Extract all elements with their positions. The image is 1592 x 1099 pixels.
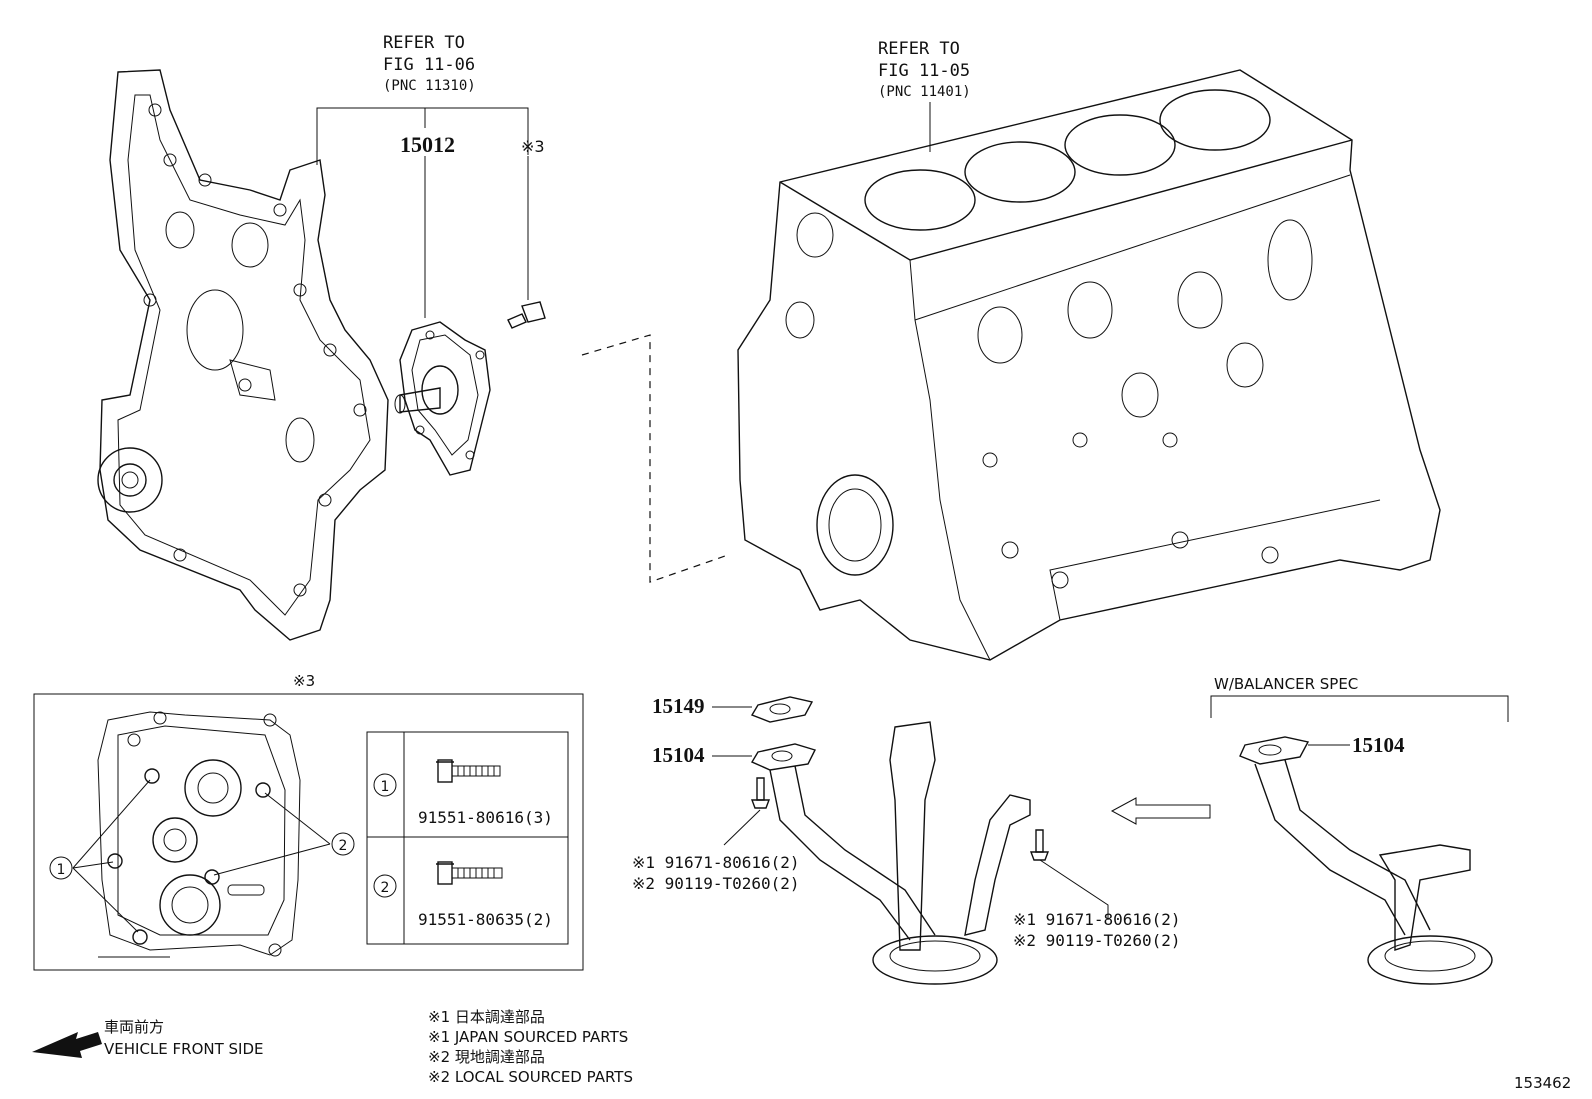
- refer-left-line1: REFER TO: [383, 33, 465, 53]
- leader-line: [723, 809, 761, 846]
- dashed-link: [581, 334, 729, 583]
- part-number-15104-right: 15104: [1352, 733, 1405, 757]
- table-row-1-index: 1: [381, 779, 390, 795]
- bolt-icon: [507, 301, 546, 329]
- oil-strainer-balancer: [1239, 736, 1493, 985]
- bolt-icon: [1029, 829, 1050, 861]
- leader-line: [264, 792, 331, 845]
- oil-strainer: [750, 721, 1031, 985]
- note-2-jp: ※2 現地調達部品: [428, 1048, 545, 1066]
- callout-left-line2: ※2 90119-T0260(2): [632, 874, 800, 893]
- part-number-15012: 15012: [400, 132, 455, 157]
- circle-marker-2-label: 2: [339, 838, 348, 854]
- mark-3-top: ※3: [521, 137, 545, 156]
- water-pump-detail: [97, 711, 301, 957]
- part-number-15149: 15149: [652, 694, 705, 718]
- circle-marker-2: [331, 832, 355, 856]
- note-1-en: ※1 JAPAN SOURCED PARTS: [428, 1028, 628, 1046]
- vehicle-front-en: VEHICLE FRONT SIDE: [104, 1040, 264, 1058]
- refer-right-line1: REFER TO: [878, 39, 960, 59]
- oil-strainer-gasket: [750, 696, 814, 723]
- refer-right-line2: FIG 11-05: [878, 61, 970, 81]
- refer-right-line3: (PNC 11401): [878, 84, 971, 100]
- circle-marker-1-label: 1: [57, 862, 66, 878]
- vehicle-front-jp: 車両前方: [104, 1018, 164, 1036]
- timing-chain-cover: [97, 69, 389, 641]
- table-row-2-index: 2: [381, 880, 390, 896]
- leader-line: [72, 779, 151, 869]
- direction-arrow-icon: [1110, 797, 1211, 825]
- figure-id: 153462: [1514, 1074, 1571, 1092]
- cylinder-block: [737, 69, 1441, 661]
- leader-line: [213, 843, 331, 876]
- bolt-table: 1 2 91551-80616(3) 91551-80635(2): [366, 731, 569, 945]
- callout-right-line2: ※2 90119-T0260(2): [1013, 931, 1181, 950]
- refer-left-line2: FIG 11-06: [383, 55, 475, 75]
- callout-left-line1: ※1 91671-80616(2): [632, 853, 800, 872]
- detail-box: [33, 693, 584, 971]
- bracket-line: [1210, 695, 1509, 722]
- note-2-en: ※2 LOCAL SOURCED PARTS: [428, 1068, 633, 1086]
- mark-3-box: ※3: [293, 672, 315, 690]
- water-pump: [394, 321, 491, 476]
- part-number-15104-left: 15104: [652, 743, 705, 767]
- vehicle-front-arrow-icon: [32, 1032, 102, 1058]
- refer-left-line3: (PNC 11310): [383, 78, 476, 94]
- leader-line: [72, 861, 114, 869]
- leader-line: [1039, 859, 1109, 920]
- balancer-spec-label: W/BALANCER SPEC: [1214, 675, 1358, 693]
- bolt-icon: [750, 777, 771, 809]
- callout-right-line1: ※1 91671-80616(2): [1013, 910, 1181, 929]
- table-row-1-part: 91551-80616(3): [418, 808, 553, 827]
- table-row-2-part: 91551-80635(2): [418, 910, 553, 929]
- bolt-locations: [107, 768, 271, 945]
- note-1-jp: ※1 日本調達部品: [428, 1008, 545, 1026]
- leader-line: [72, 867, 139, 933]
- circle-marker-1: [49, 856, 73, 880]
- bracket-line: [316, 107, 529, 165]
